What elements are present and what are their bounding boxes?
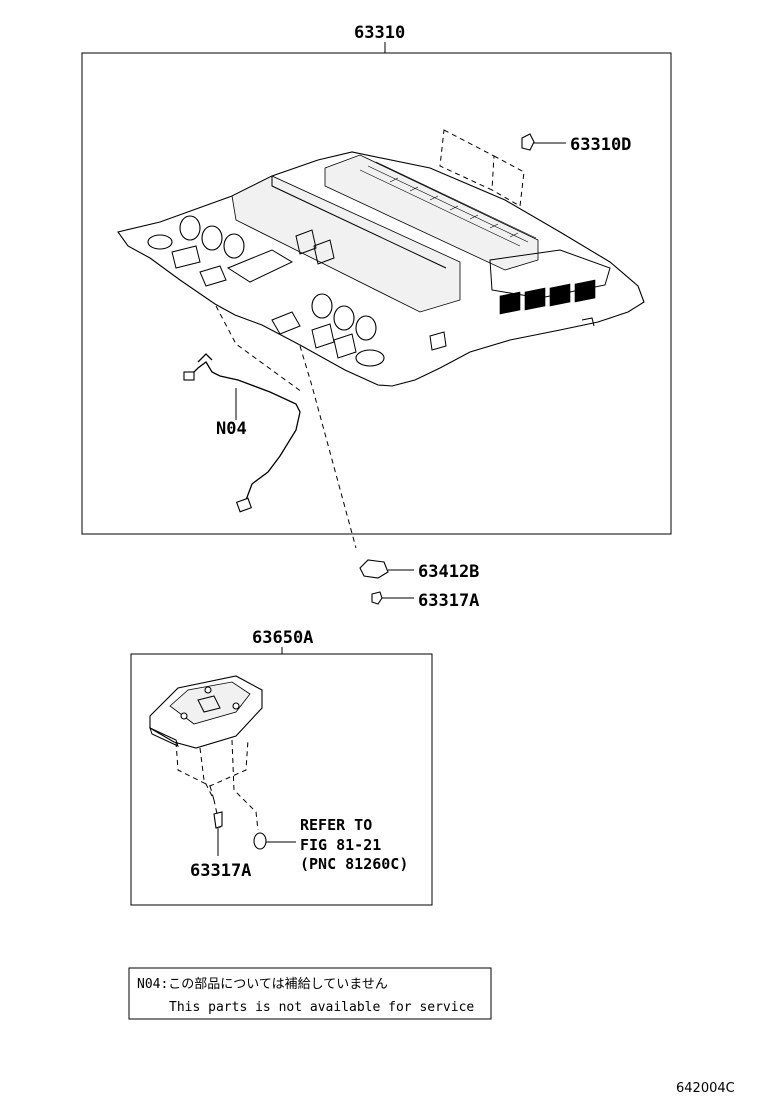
refer-fig-link[interactable]: FIG 81-21 xyxy=(300,836,381,854)
label-63310[interactable]: 63310 xyxy=(354,23,405,43)
figure-code: 642004C xyxy=(676,1081,735,1096)
label-n04[interactable]: N04 xyxy=(216,419,247,439)
holder-b-install-leader xyxy=(215,305,357,549)
wire-n04-part[interactable] xyxy=(183,353,301,513)
service-note-en: This parts is not available for service xyxy=(169,1000,474,1015)
label-63310d[interactable]: 63310D xyxy=(570,135,631,155)
holder-63412b-part[interactable] xyxy=(359,559,414,579)
service-note-jp: N04:この部品については補給していません xyxy=(137,977,388,992)
refer-pnc-text: (PNC 81260C) xyxy=(300,855,408,873)
label-63650a[interactable]: 63650A xyxy=(252,628,313,648)
headliner-sunvisor-recesses xyxy=(147,215,335,287)
service-note-box xyxy=(128,967,492,1020)
screw-63317a-top-part[interactable] xyxy=(371,591,414,605)
label-63412b[interactable]: 63412B xyxy=(418,562,479,582)
label-63317a-top[interactable]: 63317A xyxy=(418,591,479,611)
clip-d-install-leader xyxy=(439,129,525,207)
console-group-frame xyxy=(130,653,433,906)
map-lamp-bulb-part[interactable] xyxy=(253,832,296,850)
screw-63317a-bottom-part[interactable] xyxy=(213,811,223,856)
roof-console-drawing[interactable] xyxy=(149,675,263,749)
roof-headliner-drawing[interactable] xyxy=(117,151,645,387)
console-install-leader xyxy=(175,739,259,831)
clip-63310d-part[interactable] xyxy=(521,133,566,151)
headliner-group-frame xyxy=(81,52,672,535)
refer-to-text: REFER TO xyxy=(300,816,372,834)
label-63317a-bottom[interactable]: 63317A xyxy=(190,861,251,881)
headliner-vent-row xyxy=(359,161,611,315)
headliner-rear-recesses xyxy=(271,293,447,367)
